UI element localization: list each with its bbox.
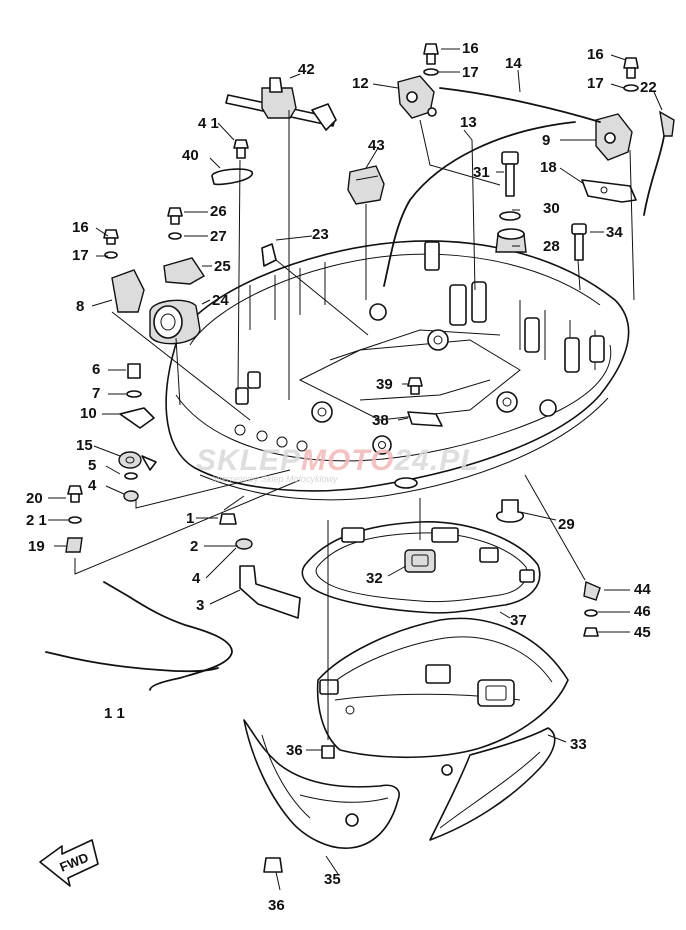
callout-25: 25 [214, 258, 231, 275]
callout-9: 9 [542, 132, 550, 149]
callout-45: 45 [634, 624, 651, 641]
callout-22: 22 [640, 79, 657, 96]
seal-gasket-37 [301, 521, 541, 614]
cable-14 [439, 87, 601, 123]
callout-17: 17 [462, 64, 479, 81]
callout-15: 15 [76, 437, 93, 454]
callout-19: 19 [28, 538, 45, 555]
callout-2: 2 [190, 538, 198, 555]
callout-24: 24 [212, 292, 229, 309]
callout-10: 10 [80, 405, 97, 422]
callout-37: 37 [510, 612, 527, 629]
fwd-direction-arrow: FWD [39, 839, 99, 887]
callout-46: 46 [634, 603, 651, 620]
callout-17: 17 [587, 75, 604, 92]
small-parts [65, 43, 675, 873]
callout-41: 4 1 [198, 115, 219, 132]
callout-3: 3 [196, 597, 204, 614]
callout-35: 35 [324, 871, 341, 888]
callout-21: 2 1 [26, 512, 47, 529]
watermark-brand-prefix: SKLEP [196, 444, 301, 477]
callout-28: 28 [543, 238, 560, 255]
callout-31: 31 [473, 164, 490, 181]
leader-lines [48, 48, 663, 891]
callout-33: 33 [570, 736, 587, 753]
callout-32: 32 [366, 570, 383, 587]
callout-40: 40 [182, 147, 199, 164]
apron-33 [243, 617, 569, 849]
callout-14: 14 [505, 55, 522, 72]
callout-18: 18 [540, 159, 557, 176]
callout-5: 5 [88, 457, 96, 474]
callout-11: 1 1 [104, 705, 125, 722]
watermark-brand-accent: MOTO [301, 444, 394, 477]
callout-4: 4 [192, 570, 201, 587]
callout-16: 16 [72, 219, 89, 236]
callout-4: 4 [88, 477, 97, 494]
callout-39: 39 [376, 376, 393, 393]
callout-26: 26 [210, 203, 227, 220]
callout-12: 12 [352, 75, 369, 92]
watermark-brand-suffix: 24.PL [393, 444, 479, 477]
callout-29: 29 [558, 516, 575, 533]
svg-text:SKLEPMOTO24.PL: SKLEPMOTO24.PL [196, 444, 480, 477]
callout-labels: 42 16 17 14 16 17 22 12 13 9 18 4 1 40 4… [26, 40, 657, 914]
callout-36: 36 [286, 742, 303, 759]
watermark: SKLEPMOTO24.PL Internetowy Sklep Motocyk… [196, 444, 480, 484]
callout-16: 16 [587, 46, 604, 63]
callout-23: 23 [312, 226, 329, 243]
cable-11-upper [103, 581, 233, 691]
callout-36: 36 [268, 897, 285, 914]
callout-6: 6 [92, 361, 100, 378]
callout-13: 13 [460, 114, 477, 131]
callout-1: 1 [186, 510, 194, 527]
callout-16: 16 [462, 40, 479, 57]
bottom-cowling [165, 240, 630, 523]
callout-20: 20 [26, 490, 43, 507]
callout-42: 42 [298, 61, 315, 78]
watermark-tagline: Internetowy Sklep Motocyklowy [212, 474, 338, 484]
callout-43: 43 [368, 137, 385, 154]
callout-17: 17 [72, 247, 89, 264]
callout-7: 7 [92, 385, 100, 402]
cable-22 [643, 135, 665, 216]
callout-30: 30 [543, 200, 560, 217]
callout-27: 27 [210, 228, 227, 245]
cables [45, 87, 665, 691]
cable-13 [383, 121, 576, 287]
callout-8: 8 [76, 298, 84, 315]
callout-44: 44 [634, 581, 651, 598]
callout-38: 38 [372, 412, 389, 429]
callout-34: 34 [606, 224, 623, 241]
cable-11-lower [45, 651, 219, 673]
